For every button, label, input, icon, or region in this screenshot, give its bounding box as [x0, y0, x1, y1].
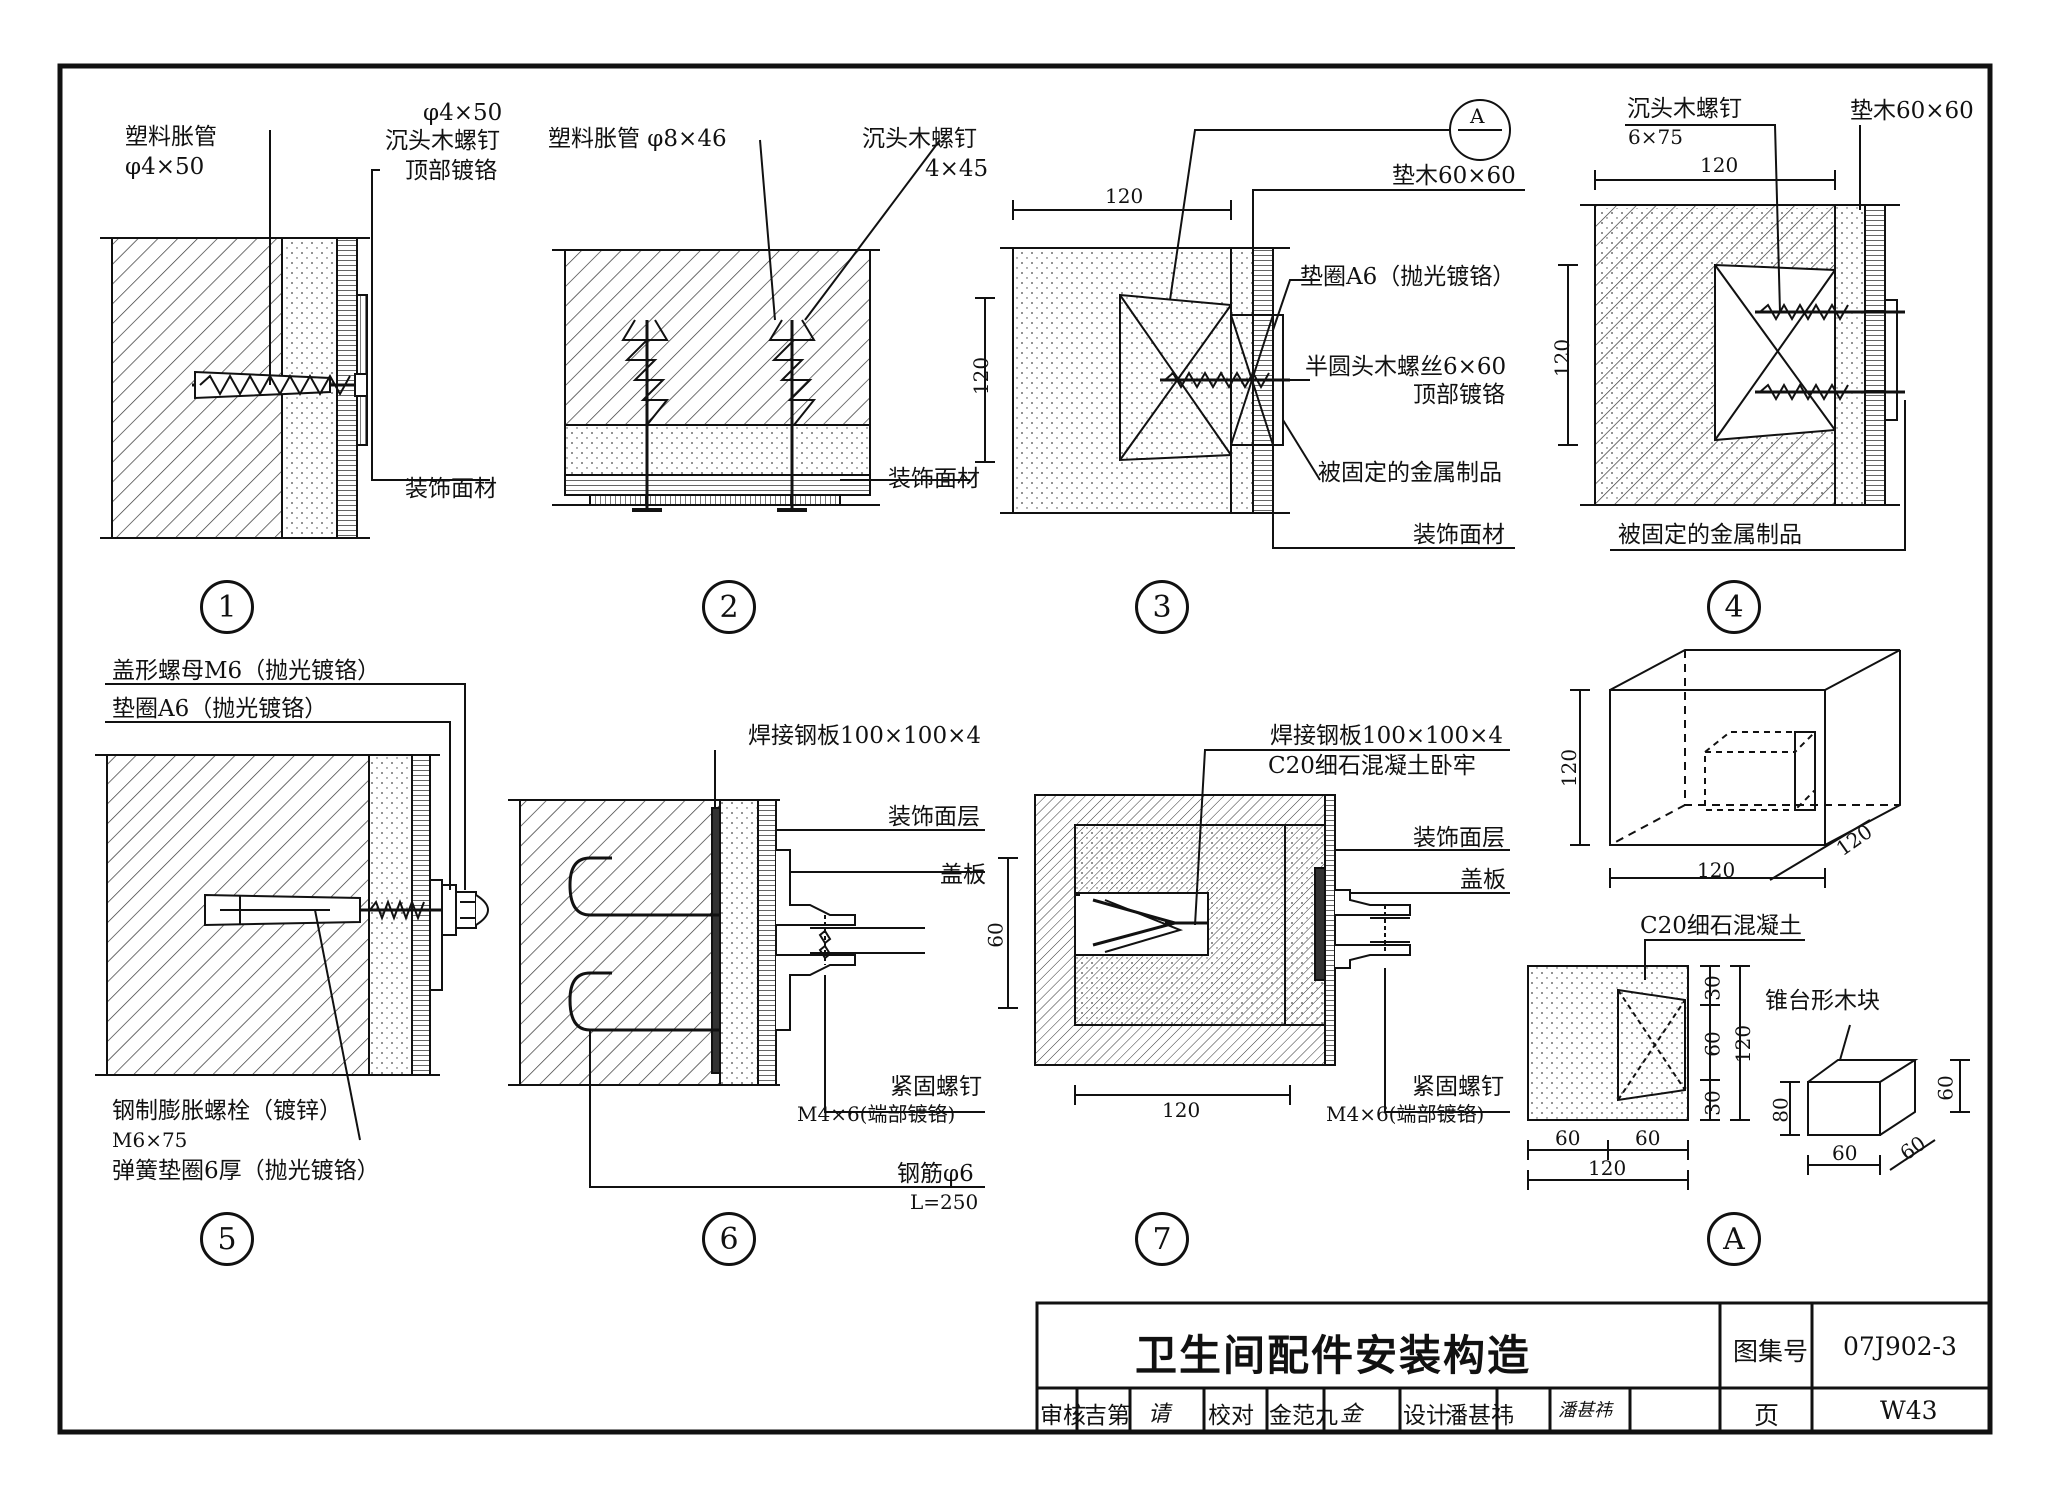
- dA-dim-60: 60: [1700, 1031, 1725, 1057]
- d6-rebar-label: 钢筋φ6: [897, 1161, 974, 1187]
- page-label: 页: [1754, 1401, 1780, 1430]
- d6-screw-size: M4×6(端部镀铬): [797, 1102, 956, 1126]
- d3-dim-w: 120: [1105, 184, 1144, 208]
- d4-dim-w: 120: [1700, 153, 1739, 177]
- d2-anchor-label: 塑料胀管 φ8×46: [548, 126, 727, 152]
- dA-dim-30a: 30: [1700, 975, 1725, 1001]
- detail-A-marker: A: [1707, 1212, 1761, 1266]
- d3-screw-note: 顶部镀铬: [1413, 382, 1505, 408]
- check-label: 校对: [1208, 1403, 1254, 1429]
- d2-screw-size: 4×45: [925, 156, 989, 182]
- design-signature: 潘甚祎: [1558, 1400, 1612, 1421]
- dA-bottom-60b: 60: [1635, 1126, 1661, 1150]
- dA-cube-w: 120: [1697, 858, 1736, 882]
- dA-block-w: 60: [1832, 1141, 1858, 1165]
- design-name: 潘甚祎: [1445, 1403, 1514, 1429]
- d5-washer-label: 垫圈A6（抛光镀铬）: [112, 696, 328, 722]
- drawing-title: 卫生间配件安装构造: [1135, 1331, 1532, 1380]
- detail-1-marker: 1: [200, 580, 254, 634]
- dA-dim-120v: 120: [1731, 1024, 1756, 1064]
- d7-cover-label: 盖板: [1460, 867, 1506, 893]
- d7-finish-label: 装饰面层: [1413, 825, 1505, 851]
- check-signature: 金: [1340, 1402, 1363, 1427]
- review-signature: 请: [1148, 1402, 1171, 1427]
- title-block-frame: [1035, 1301, 1992, 1434]
- d5-spring-label: 弹簧垫圈6厚（抛光镀铬）: [112, 1158, 380, 1184]
- d5-bolt-label: 钢制膨胀螺栓（镀锌）: [112, 1098, 342, 1124]
- sheet-border: [57, 63, 1993, 1435]
- detail-7-drawing: [998, 749, 1510, 1113]
- d1-anchor-size: φ4×50: [125, 154, 205, 180]
- atlas-label: 图集号: [1733, 1337, 1809, 1366]
- d7-concrete-label: C20细石混凝土卧牢: [1268, 753, 1476, 779]
- atlas-number: 07J902-3: [1843, 1332, 1957, 1361]
- d6-plate-label: 焊接钢板100×100×4: [748, 723, 981, 749]
- d6-finish-label: 装饰面层: [888, 804, 980, 830]
- page-number: W43: [1880, 1396, 1938, 1425]
- detail-3-marker: 3: [1135, 580, 1189, 634]
- d5-bolt-size: M6×75: [112, 1128, 188, 1152]
- d6-rebar-len: L=250: [910, 1190, 979, 1214]
- d7-dim-w: 120: [1162, 1098, 1201, 1122]
- dA-block-h: 80: [1768, 1097, 1793, 1123]
- dA-bottom-120: 120: [1588, 1156, 1627, 1180]
- detail-6-drawing: [508, 750, 985, 1188]
- d7-screw-size: M4×6(端部镀铬): [1326, 1102, 1485, 1126]
- d7-dim-h: 60: [983, 922, 1008, 948]
- d2-screw-label: 沉头木螺钉: [862, 126, 977, 152]
- d1-screw-size: φ4×50: [423, 100, 503, 126]
- d3-metal-label: 被固定的金属制品: [1318, 460, 1502, 486]
- dA-dim-30b: 30: [1700, 1090, 1725, 1116]
- d3-screw-label: 半圆头木螺丝6×60: [1305, 354, 1507, 380]
- d4-screw-label: 沉头木螺钉: [1627, 96, 1742, 122]
- dA-concrete-label: C20细石混凝土: [1640, 913, 1802, 939]
- detail-6-marker: 6: [702, 1212, 756, 1266]
- review-label: 审核: [1040, 1403, 1086, 1429]
- d6-cover-label: 盖板: [940, 862, 986, 888]
- d3-washer-label: 垫圈A6（抛光镀铬）: [1300, 264, 1516, 290]
- d6-screw-label: 紧固螺钉: [890, 1074, 982, 1100]
- dA-bottom-60a: 60: [1555, 1126, 1581, 1150]
- detail-A-drawing: [1527, 649, 1970, 1190]
- review-name: 吉第: [1084, 1403, 1130, 1429]
- d4-screw-size: 6×75: [1628, 125, 1683, 149]
- dA-cube-h: 120: [1557, 748, 1582, 788]
- d5-nut-label: 盖形螺母M6（抛光镀铬）: [112, 658, 381, 684]
- d1-finish-label: 装饰面材: [405, 476, 497, 502]
- detail-1-drawing: [100, 130, 490, 539]
- d4-pad-label: 垫木60×60: [1850, 98, 1974, 124]
- d4-metal-label: 被固定的金属制品: [1618, 522, 1802, 548]
- d3-pad-label: 垫木60×60: [1392, 163, 1516, 189]
- d4-dim-h: 120: [1550, 338, 1575, 378]
- check-name: 金范九: [1269, 1403, 1338, 1429]
- detail-7-marker: 7: [1135, 1212, 1189, 1266]
- detail-5-drawing: [95, 683, 489, 1141]
- d7-screw-label: 紧固螺钉: [1412, 1074, 1504, 1100]
- d1-anchor-label: 塑料胀管: [125, 124, 217, 150]
- detail-3-drawing: [975, 99, 1525, 549]
- detail-2-drawing: [552, 139, 970, 512]
- d1-screw-note: 顶部镀铬: [405, 158, 497, 184]
- d3-dim-h: 120: [969, 356, 994, 396]
- d1-screw-label: 沉头木螺钉: [385, 128, 500, 154]
- dA-block-d: 60: [1895, 1130, 1931, 1166]
- detail-2-marker: 2: [702, 580, 756, 634]
- dA-block-side: 60: [1933, 1075, 1958, 1101]
- detail-4-marker: 4: [1707, 580, 1761, 634]
- detail-4-drawing: [1558, 124, 1906, 551]
- d2-finish-label: 装饰面材: [888, 466, 980, 492]
- d3-finish-label: 装饰面材: [1413, 522, 1505, 548]
- d3-ref-label: A: [1470, 104, 1485, 128]
- design-label: 设计: [1403, 1403, 1449, 1429]
- dA-block-label: 锥台形木块: [1765, 988, 1880, 1014]
- d7-plate-label: 焊接钢板100×100×4: [1270, 723, 1503, 749]
- dA-cube-d: 120: [1831, 819, 1877, 861]
- detail-5-marker: 5: [200, 1212, 254, 1266]
